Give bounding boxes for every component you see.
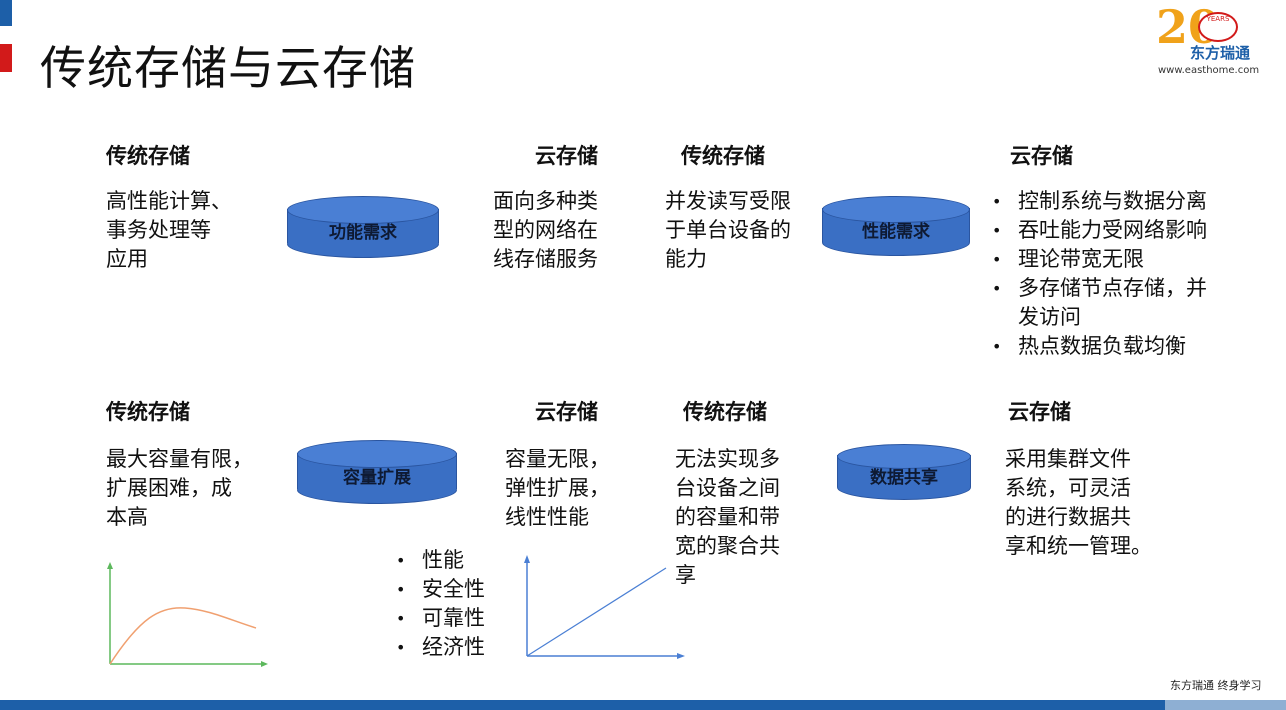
sharing-cloud-text: 采用集群文件 系统，可灵活 的进行数据共 享和统一管理。	[1005, 445, 1152, 561]
function-cylinder-label: 功能需求	[329, 223, 397, 243]
text-line: 容量无限，	[505, 447, 610, 471]
sharing-cylinder: 数据共享	[837, 444, 971, 500]
list-item: 安全性	[392, 575, 485, 604]
text-line: 享	[675, 563, 696, 587]
capacity-cylinder-label: 容量扩展	[343, 468, 411, 488]
text-line: 采用集群文件	[1005, 447, 1131, 471]
performance-cloud-list: 控制系统与数据分离 吞吐能力受网络影响 理论带宽无限 多存储节点存储，并 发访问…	[988, 187, 1207, 361]
list-item: 吞吐能力受网络影响	[988, 216, 1207, 245]
growth-curve	[109, 607, 257, 665]
text-line: 台设备之间	[675, 476, 780, 500]
capacity-attributes-list: 性能 安全性 可靠性 经济性	[392, 546, 485, 662]
list-item: 性能	[392, 546, 485, 575]
footer-bar-right	[1165, 700, 1286, 710]
list-item-continuation: 发访问	[1018, 305, 1081, 329]
sharing-cloud-heading: 云存储	[1008, 400, 1071, 424]
sharing-trad-heading: 传统存储	[683, 400, 767, 424]
list-item: 控制系统与数据分离	[988, 187, 1207, 216]
text-line: 型的网络在	[493, 218, 598, 242]
logo-badge: YEARS	[1198, 12, 1238, 42]
performance-cylinder: 性能需求	[822, 196, 970, 256]
text-line: 并发读写受限	[665, 189, 791, 213]
linear-line	[526, 567, 667, 657]
performance-trad-text: 并发读写受限 于单台设备的 能力	[665, 187, 791, 274]
text-line: 应用	[106, 247, 148, 271]
x-axis-arrow	[261, 661, 268, 667]
text-line: 能力	[665, 247, 707, 271]
text-line: 最大容量有限，	[106, 447, 253, 471]
logo-company-name: 东方瑞通	[1190, 44, 1251, 62]
y-axis-arrow	[524, 555, 530, 563]
logo-url: www.easthome.com	[1158, 65, 1260, 76]
function-trad-text: 高性能计算、 事务处理等 应用	[106, 187, 232, 274]
capacity-cylinder: 容量扩展	[297, 440, 457, 504]
sharing-cylinder-label: 数据共享	[870, 468, 938, 488]
performance-cloud-heading: 云存储	[1010, 144, 1073, 168]
text-line: 宽的聚合共	[675, 534, 780, 558]
capacity-trad-heading: 传统存储	[106, 400, 190, 424]
capacity-cloud-heading: 云存储	[535, 400, 598, 424]
performance-trad-heading: 传统存储	[681, 144, 765, 168]
capacity-cloud-text: 容量无限， 弹性扩展， 线性性能	[505, 445, 610, 532]
performance-cylinder-label: 性能需求	[862, 222, 930, 242]
page-title: 传统存储与云存储	[40, 41, 416, 95]
function-cylinder: 功能需求	[287, 196, 439, 258]
corner-accent-red	[0, 44, 12, 72]
text-line: 扩展困难，成	[106, 476, 232, 500]
function-cloud-text: 面向多种类 型的网络在 线存储服务	[493, 187, 598, 274]
function-cloud-heading: 云存储	[535, 144, 598, 168]
list-item: 可靠性	[392, 604, 485, 633]
corner-accent-blue	[0, 0, 12, 26]
sharing-trad-text: 无法实现多 台设备之间 的容量和带 宽的聚合共 享	[675, 445, 780, 590]
list-item: 经济性	[392, 633, 485, 662]
y-axis-arrow	[107, 562, 113, 569]
text-line: 于单台设备的	[665, 218, 791, 242]
traditional-growth-graph	[107, 562, 268, 667]
list-item: 理论带宽无限	[988, 245, 1207, 274]
text-line: 系统，可灵活	[1005, 476, 1131, 500]
text-line: 高性能计算、	[106, 189, 232, 213]
text-line: 无法实现多	[675, 447, 780, 471]
company-logo: 20 YEARS 东方瑞通 www.easthome.com	[1150, 0, 1280, 80]
text-line: 面向多种类	[493, 189, 598, 213]
list-item: 热点数据负载均衡	[988, 332, 1207, 361]
text-line: 线性性能	[505, 505, 589, 529]
footer-slogan: 东方瑞通 终身学习	[1170, 679, 1262, 692]
x-axis-arrow	[677, 653, 685, 659]
function-trad-heading: 传统存储	[106, 144, 190, 168]
footer-bar	[0, 700, 1165, 710]
capacity-trad-text: 最大容量有限， 扩展困难，成 本高	[106, 445, 253, 532]
text-line: 的容量和带	[675, 505, 780, 529]
text-line: 享和统一管理。	[1005, 534, 1152, 558]
text-line: 事务处理等	[106, 218, 211, 242]
text-line: 本高	[106, 505, 148, 529]
text-line: 线存储服务	[493, 247, 598, 271]
text-line: 的进行数据共	[1005, 505, 1131, 529]
text-line: 弹性扩展，	[505, 476, 610, 500]
cloud-linear-graph	[524, 555, 685, 659]
list-item: 多存储节点存储，并	[988, 274, 1207, 303]
